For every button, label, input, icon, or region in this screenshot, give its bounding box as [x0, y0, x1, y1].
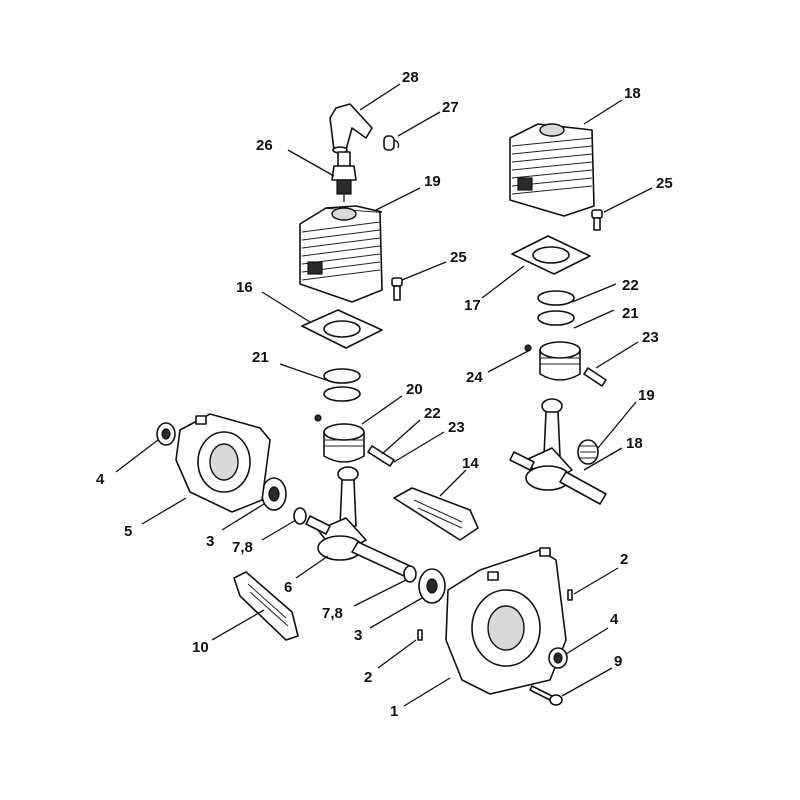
callout-10: 10	[192, 639, 209, 656]
spring-clip	[383, 135, 400, 151]
leader-lines	[115, 83, 653, 707]
callout-18: 18	[626, 435, 643, 452]
callout-14: 20	[406, 381, 423, 398]
piston-left	[314, 414, 365, 463]
cylinder-left	[299, 205, 383, 303]
crankshaft-left	[305, 466, 411, 577]
crankshaft-right	[509, 398, 607, 505]
callout-2-upper: 2	[620, 551, 628, 568]
callout-13: 19	[424, 173, 441, 190]
bolt-right	[591, 209, 603, 231]
callout-4-right: 4	[610, 611, 619, 628]
baffle-plate-lower	[233, 571, 299, 641]
callout-26: 26	[256, 137, 273, 154]
callout-27: 27	[442, 99, 459, 116]
callout-11: 14	[462, 455, 479, 472]
callout-2-lower: 2	[364, 669, 372, 686]
piston-rings-right	[537, 290, 575, 326]
ring-left-upper	[293, 507, 307, 525]
piston-right	[524, 341, 581, 381]
callout-17: 23	[448, 419, 465, 436]
callout-12-right: 17	[464, 297, 481, 314]
cylinder-right	[509, 123, 595, 217]
callout-3-upper: 3	[206, 533, 214, 550]
callout-1: 1	[390, 703, 398, 720]
bearing-left-upper	[261, 477, 287, 511]
callout-3-lower: 3	[354, 627, 362, 644]
dowel-pin-left	[417, 629, 423, 641]
callout-24: 24	[466, 369, 483, 386]
piston-pin-left	[367, 445, 395, 467]
callout-6: 6	[284, 579, 292, 596]
callout-4-left: 4	[96, 471, 105, 488]
callout-9: 9	[614, 653, 622, 670]
gasket-right	[511, 235, 591, 275]
oil-seal-right	[548, 647, 568, 669]
piston-rings-left	[323, 368, 361, 402]
crankcase-half-lower	[445, 547, 567, 695]
callout-23: 23	[642, 329, 659, 346]
callout-20: 18	[624, 85, 641, 102]
callout-21: 21	[622, 305, 639, 322]
piston-pin-right	[583, 367, 607, 387]
callout-12-left: 16	[236, 279, 253, 296]
callout-15: 21	[252, 349, 269, 366]
spark-plug	[331, 151, 357, 202]
bolt-left	[391, 277, 403, 301]
callout-5: 5	[124, 523, 132, 540]
gasket-left	[301, 309, 383, 349]
callout-25-left: 25	[450, 249, 467, 266]
callout-28: 28	[402, 69, 419, 86]
needle-cage	[577, 439, 599, 465]
callout-19: 19	[638, 387, 655, 404]
callout-7-8-lower: 7,8	[322, 605, 343, 622]
callout-22: 22	[622, 277, 639, 294]
baffle-plate-upper	[393, 487, 479, 541]
bearing-left-lower	[418, 568, 446, 604]
callout-25-right: 25	[656, 175, 673, 192]
callout-16: 22	[424, 405, 441, 422]
callout-labels: 28 27 26 19 25 16 21 20 22 23 14 4 5 3 7…	[96, 69, 673, 720]
crankcase-half-upper	[175, 413, 271, 513]
dowel-pin-right	[567, 589, 573, 601]
ring-left-lower	[403, 565, 417, 583]
callout-7-8-upper: 7,8	[232, 539, 253, 556]
spark-plug-boot	[329, 103, 373, 154]
screw	[529, 685, 563, 706]
oil-seal-left	[156, 422, 176, 446]
